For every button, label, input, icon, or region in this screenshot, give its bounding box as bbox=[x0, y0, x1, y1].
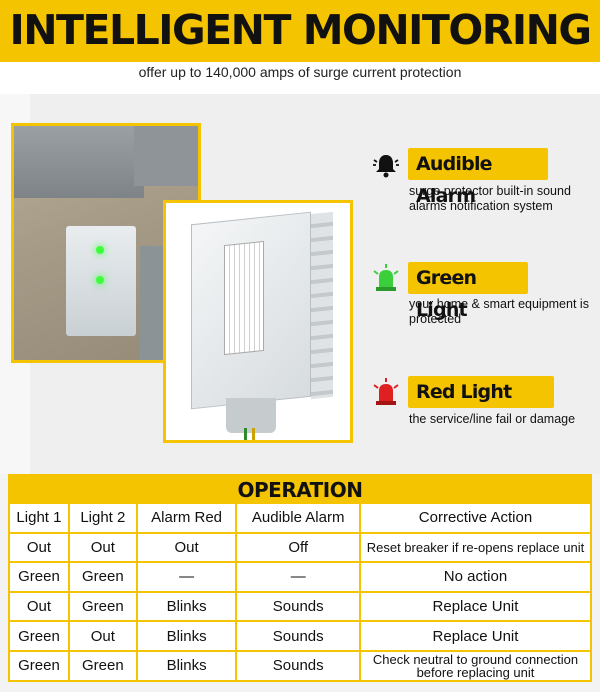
operation-grid: Light 1 Light 2 Alarm Red Audible Alarm … bbox=[8, 502, 593, 682]
table-title: OPERATION bbox=[8, 474, 592, 502]
table-cell: Green bbox=[8, 649, 70, 682]
table-row: Green Green — — No action bbox=[8, 561, 593, 593]
table-cell: — bbox=[235, 561, 361, 593]
table-cell: Green bbox=[8, 620, 70, 652]
header-band bbox=[0, 0, 600, 62]
table-cell: Sounds bbox=[235, 620, 361, 652]
device-ribs bbox=[311, 211, 333, 400]
table-row: Out Out Out Off Reset breaker if re-open… bbox=[8, 531, 593, 564]
column-header: Light 2 bbox=[67, 502, 138, 534]
device-conduit bbox=[226, 398, 276, 433]
green-led-indicator bbox=[96, 246, 104, 254]
table-cell: Blinks bbox=[135, 590, 238, 623]
feature-desc-green-light: your home & smart equipment is protected bbox=[409, 297, 589, 326]
table-row: Green Out Blinks Sounds Replace Unit bbox=[8, 620, 593, 652]
header: INTELLIGENT MONITORING offer up to 140,0… bbox=[0, 0, 600, 94]
device-label bbox=[224, 240, 264, 356]
column-header: Alarm Red bbox=[135, 502, 238, 534]
bell-icon bbox=[373, 155, 399, 178]
feature-label-green-light: Green Light bbox=[408, 262, 528, 321]
table-cell: Sounds bbox=[235, 649, 361, 682]
table-cell: Off bbox=[235, 531, 361, 564]
table-cell: Replace Unit bbox=[358, 620, 593, 652]
red-beacon-icon bbox=[373, 378, 399, 405]
column-header: Corrective Action bbox=[358, 502, 593, 534]
column-header: Light 1 bbox=[8, 502, 70, 534]
table-cell: Green bbox=[8, 561, 70, 593]
table-row: Out Green Blinks Sounds Replace Unit bbox=[8, 590, 593, 623]
page-title: INTELLIGENT MONITORING bbox=[9, 6, 592, 54]
table-cell: Sounds bbox=[235, 590, 361, 623]
table-cell: Green bbox=[67, 590, 138, 623]
green-wire bbox=[244, 428, 247, 440]
yellow-wire bbox=[252, 428, 255, 440]
table-cell: No action bbox=[358, 561, 593, 593]
green-beacon-icon bbox=[373, 264, 399, 291]
table-cell: Out bbox=[135, 531, 238, 564]
table-header-row: Light 1 Light 2 Alarm Red Audible Alarm … bbox=[8, 502, 593, 534]
table-cell: Out bbox=[8, 531, 70, 564]
table-cell: Check neutral to ground connection befor… bbox=[358, 649, 593, 682]
conduit-pipe bbox=[14, 126, 144, 198]
table-cell: Green bbox=[67, 561, 138, 593]
table-cell: Out bbox=[67, 620, 138, 652]
table-cell: Blinks bbox=[135, 620, 238, 652]
column-header: Audible Alarm bbox=[235, 502, 361, 534]
green-led-indicator bbox=[96, 276, 104, 284]
feature-desc-red-light: the service/line fail or damage bbox=[409, 412, 576, 426]
table-cell: Out bbox=[8, 590, 70, 623]
table-cell: Out bbox=[67, 531, 138, 564]
feature-label-red-light: Red Light bbox=[408, 376, 554, 408]
table-cell: Reset breaker if re-opens replace unit bbox=[358, 531, 593, 564]
table-row: Green Green Blinks Sounds Check neutral … bbox=[8, 649, 593, 682]
feature-label-audible-alarm: Audible Alarm bbox=[408, 148, 548, 207]
table-cell: — bbox=[135, 561, 238, 593]
meter-housing bbox=[134, 126, 198, 186]
table-cell: Green bbox=[67, 649, 138, 682]
page-subtitle: offer up to 140,000 amps of surge curren… bbox=[138, 64, 462, 80]
feature-desc-audible-alarm: surge protector built-in sound alarms no… bbox=[409, 184, 571, 213]
product-photo bbox=[163, 200, 353, 443]
operation-table: OPERATION Light 1 Light 2 Alarm Red Audi… bbox=[8, 474, 593, 682]
table-cell: Replace Unit bbox=[358, 590, 593, 623]
table-cell: Blinks bbox=[135, 649, 238, 682]
